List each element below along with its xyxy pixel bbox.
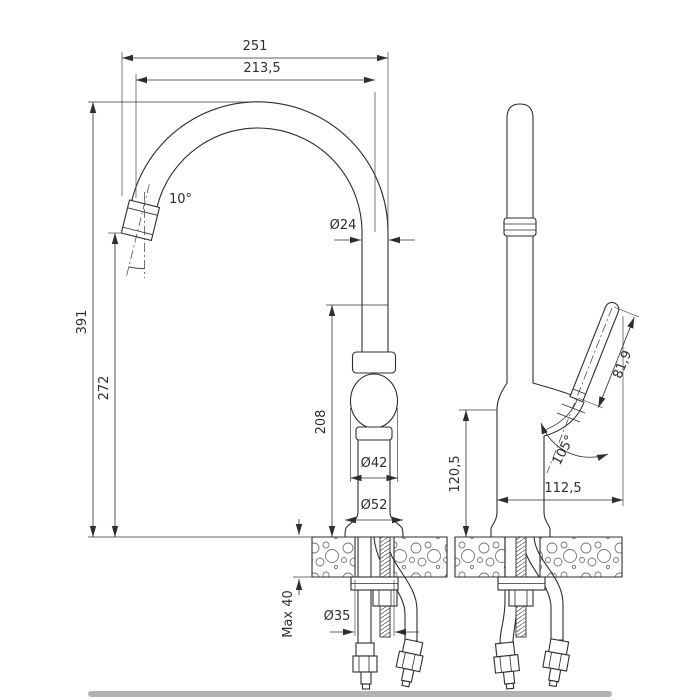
front-body-collar-top (351, 351, 397, 374)
dim-overall-width: 251 (122, 39, 388, 62)
front-hoses (352, 536, 424, 690)
dim-side-body-height: 120,5 (448, 410, 470, 537)
dim-outlet-height: 272 (97, 233, 119, 537)
side-countertop (455, 537, 622, 577)
dim-body-diameter: Ø42 (350, 456, 398, 482)
dim-max-mount-thickness-label: Max 40 (281, 590, 296, 638)
footer-bar (88, 691, 612, 697)
side-cartridge-cap-edge (543, 401, 585, 437)
front-extension-lines (88, 52, 398, 636)
dim-spout-reach: 213,5 (136, 61, 375, 84)
dim-depth-label: 112,5 (544, 481, 581, 496)
side-base-flare (490, 511, 551, 538)
front-countertop-outline (311, 536, 448, 578)
side-body (490, 301, 620, 538)
spout-riser (361, 231, 389, 306)
front-dimensions: 391 272 251 213,5 10° Ø24 (75, 39, 419, 638)
dim-total-height: 391 (75, 102, 97, 537)
front-base-flare (344, 511, 404, 538)
front-hose-right-fitting (395, 638, 424, 688)
dim-handle-angle-label: 105° (550, 433, 578, 468)
spout-inner-arc (156, 127, 363, 233)
dim-base-diameter: Ø52 (345, 498, 403, 524)
side-hose-right-fitting (542, 638, 570, 688)
dim-body-height: 208 (314, 305, 336, 537)
front-countertop-left-block (312, 537, 355, 577)
dim-outlet-height-label: 272 (97, 376, 112, 401)
side-view: 120,5 112,5 81,9 105° (448, 103, 640, 690)
side-countertop-outline (454, 536, 623, 578)
side-mounting (497, 536, 546, 638)
side-body-left-edge (496, 382, 508, 513)
dim-handle-angle: 105° (540, 422, 609, 468)
aerator-centerline (126, 184, 150, 277)
front-view: 391 272 251 213,5 10° Ø24 (75, 39, 448, 690)
front-cartridge-ball (349, 373, 399, 429)
side-aerator-band (503, 217, 537, 237)
front-body-collar-bottom (355, 426, 393, 441)
side-spout-column (503, 103, 537, 384)
side-countertop-right-block (540, 537, 622, 577)
dim-depth: 112,5 (497, 481, 623, 504)
dim-base-diameter-label: Ø52 (361, 498, 388, 513)
dim-spout-reach-label: 213,5 (243, 61, 280, 76)
front-mounting (350, 536, 399, 638)
front-hose-left-fitting (352, 642, 378, 690)
side-countertop-left-block (455, 537, 505, 577)
dim-spout-angle-label: 10° (169, 192, 192, 207)
spout-outer-arc (131, 101, 389, 233)
dim-spout-diameter: Ø24 (330, 218, 415, 244)
side-extension-lines (459, 306, 640, 506)
dim-spout-diameter-label: Ø24 (330, 218, 357, 233)
front-mounting-nut (372, 589, 398, 607)
dim-total-height-label: 391 (75, 310, 90, 335)
dim-hole-diameter: Ø35 (324, 609, 419, 636)
front-spout (120, 101, 389, 306)
side-hose-left-fitting (493, 641, 520, 690)
side-hoses (493, 536, 570, 690)
front-countertop-right-block (394, 537, 447, 577)
side-column-outline (506, 103, 534, 384)
dim-hole-diameter-label: Ø35 (324, 609, 351, 624)
dim-max-mount-thickness: Max 40 (281, 519, 303, 638)
dim-side-body-height-label: 120,5 (448, 455, 463, 492)
dim-handle-length-label: 81,9 (610, 348, 635, 380)
front-countertop (312, 537, 447, 577)
spout-angle-arc (128, 266, 145, 270)
dim-body-diameter-label: Ø42 (361, 456, 388, 471)
dim-overall-width-label: 251 (243, 39, 268, 54)
dim-body-height-label: 208 (314, 410, 329, 435)
side-mounting-nut (508, 589, 534, 607)
dim-spout-angle: 10° (169, 192, 192, 207)
